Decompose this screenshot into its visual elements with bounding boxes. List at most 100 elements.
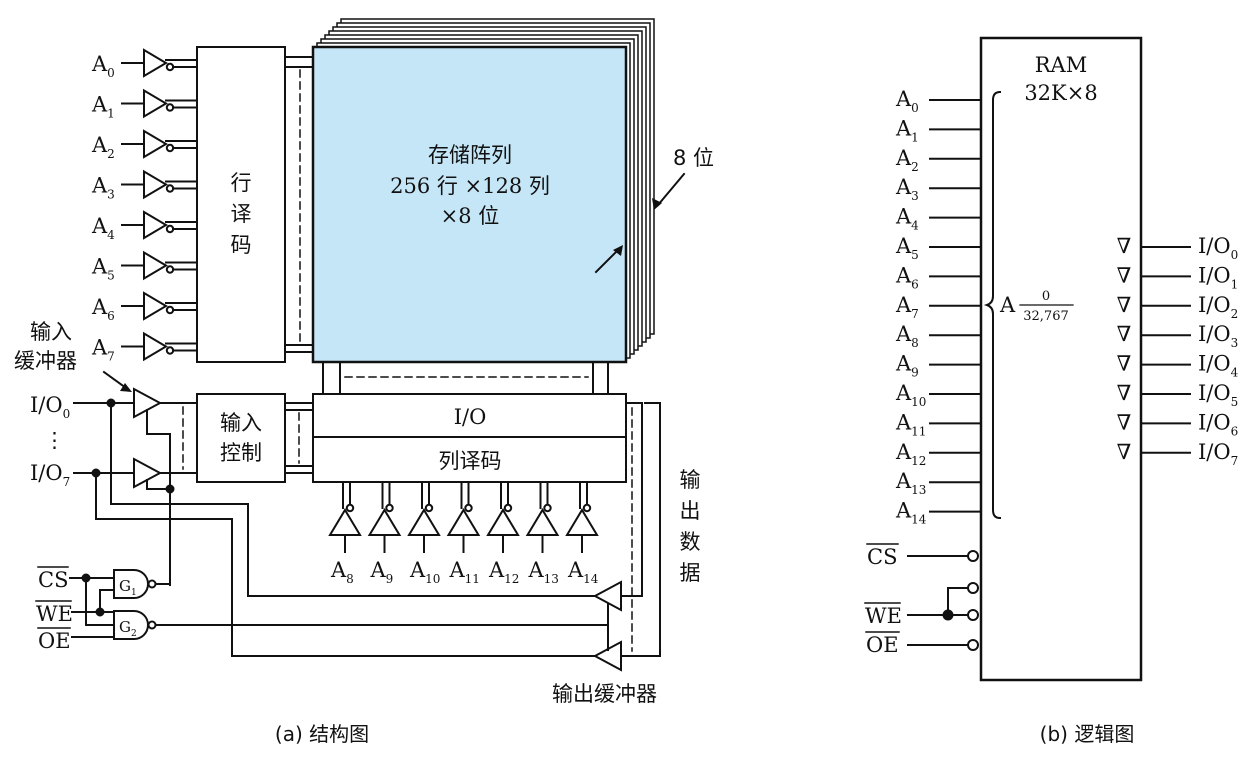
row-address-buffer: A4 <box>91 210 198 242</box>
logic-diagram: RAM 32K×8 A0A1A2A3A4A5A6A7A8A9A10A11A12A… <box>864 36 1239 746</box>
tristate-icon: ∇ <box>1117 263 1132 287</box>
address-range-top: 0 <box>1042 289 1050 304</box>
logic-address-label: A2 <box>895 146 919 174</box>
row-address-buffer: A7 <box>91 331 198 364</box>
logic-output-label: I/O5 <box>1198 381 1238 409</box>
bit-depth-label: 8 位 <box>673 146 714 170</box>
tristate-icon: ∇ <box>1117 293 1132 317</box>
column-address-label: A12 <box>488 558 519 586</box>
logic-address-pin: A12 <box>895 440 982 468</box>
column-buffer-triangle <box>407 508 441 536</box>
column-buffer-bubble <box>385 503 394 513</box>
input-buffer-label-line-2: 缓冲器 <box>14 349 77 373</box>
row-address-label: A2 <box>91 133 115 161</box>
logic-address-label: A6 <box>895 263 919 291</box>
logic-oe-bubble <box>967 639 979 651</box>
gate-g1-label: G1 <box>119 577 137 598</box>
tristate-icon: ∇ <box>1117 234 1132 258</box>
bit-depth-arrow-line-2 <box>594 247 621 274</box>
logic-we-bubble <box>967 609 979 621</box>
structure-caption: (a) 结构图 <box>275 722 369 746</box>
io-ellipsis: ⋮ <box>44 428 65 452</box>
oe-label: OE <box>38 629 71 653</box>
logic-address-pin: A13 <box>895 469 982 497</box>
logic-output-pin: ∇I/O1 <box>1117 263 1239 291</box>
io-first-label: I/O0 <box>30 393 70 421</box>
logic-cs-label: CS <box>867 545 897 569</box>
tristate-icon: ∇ <box>1117 352 1132 376</box>
output-data-char: 输 <box>680 468 701 492</box>
input-control-line-1: 输入 <box>220 411 262 435</box>
row-buffer-triangle <box>143 331 168 362</box>
column-buffer-triangle <box>367 508 402 536</box>
column-buffer-bubble <box>582 503 592 513</box>
row-buffer-triangle <box>143 129 168 159</box>
output-data-char: 数 <box>680 530 701 554</box>
bit-depth-arrow-line <box>656 172 686 207</box>
column-address-label: A9 <box>370 558 394 586</box>
row-address-buffer: A1 <box>91 88 198 121</box>
io7-to-output-wire <box>95 472 596 657</box>
cs-to-g2 <box>85 577 115 626</box>
logic-output-pin: ∇I/O0 <box>1117 234 1239 262</box>
column-buffer-triangle <box>328 508 362 536</box>
input-enable-io0 <box>146 409 171 586</box>
column-address-label: A14 <box>567 558 599 586</box>
memory-array <box>311 45 628 364</box>
tristate-icon: ∇ <box>1117 322 1132 346</box>
row-address-label: A7 <box>91 336 115 364</box>
logic-address-label: A1 <box>895 116 919 144</box>
io-label: I/O <box>454 405 487 429</box>
logic-output-pin: ∇ I/O3 <box>1117 322 1239 350</box>
column-buffer-bubble <box>464 503 473 513</box>
logic-address-pin: A8 <box>895 322 982 350</box>
cs-label: CS <box>38 568 68 592</box>
logic-output-label: I/O7 <box>1198 440 1238 468</box>
logic-cs-bubble <box>967 550 979 562</box>
logic-output-pin: ∇ I/O7 <box>1117 440 1239 468</box>
logic-output-pin: ∇ I/O2 <box>1117 293 1239 321</box>
logic-address-label: A13 <box>895 469 926 497</box>
ram-capacity: 32K×8 <box>1024 81 1097 105</box>
logic-we-branch-bubble <box>967 582 979 594</box>
column-buffer-bubble <box>543 503 552 513</box>
logic-output-label: I/O2 <box>1198 293 1238 321</box>
input-control <box>196 393 286 483</box>
tristate-icon: ∇ <box>1117 440 1132 464</box>
logic-address-pin: A3 <box>895 175 982 203</box>
column-address-label: A8 <box>330 558 354 586</box>
row-decoder-char: 译 <box>231 202 252 226</box>
logic-address-pin: A10 <box>895 381 982 409</box>
bit-depth-arrowhead-2 <box>613 245 623 256</box>
logic-address-label: A12 <box>895 440 926 468</box>
row-buffer-triangle <box>143 291 168 321</box>
row-decoder-char: 码 <box>231 233 252 257</box>
output-buffer-label: 输出缓冲器 <box>552 682 657 706</box>
logic-oe-label: OE <box>866 633 899 657</box>
column-decoder-label: 列译码 <box>439 449 502 473</box>
address-group-label: A <box>999 293 1016 317</box>
column-address-buffer: A11 <box>446 481 481 586</box>
memory-array-title: 存储阵列 <box>428 143 512 167</box>
column-buffer-bubble <box>345 503 355 513</box>
row-decoder-char: 行 <box>231 171 252 195</box>
column-buffer-bubble <box>424 503 434 513</box>
logic-output-label: I/O3 <box>1198 322 1238 350</box>
gate-g2-bubble <box>147 620 157 630</box>
logic-output-pin: ∇I/O4 <box>1117 352 1239 380</box>
row-buffer-triangle <box>143 169 168 200</box>
input-control-line-2: 控制 <box>220 441 262 465</box>
g1-output <box>155 488 171 585</box>
column-address-buffer: A14 <box>565 481 599 586</box>
logic-address-label: A10 <box>895 381 926 409</box>
row-address-buffer: A5 <box>91 250 198 283</box>
logic-address-pin: A7 <box>895 293 982 321</box>
tristate-icon: ∇ <box>1117 410 1132 434</box>
row-address-buffer: A2 <box>91 129 198 161</box>
row-buffer-triangle <box>143 88 168 119</box>
row-address-label: A6 <box>91 295 115 323</box>
